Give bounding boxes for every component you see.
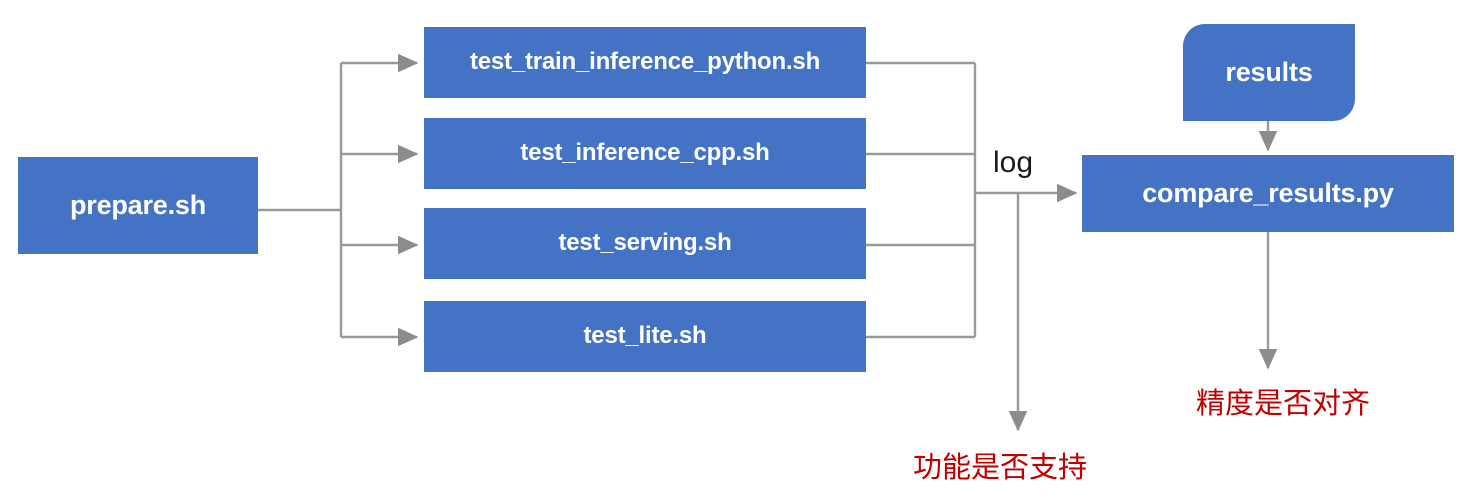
node-results[interactable]: results (1183, 24, 1355, 121)
node-test-train-inference-python-sh-label: test_train_inference_python.sh (469, 48, 821, 76)
node-prepare-sh[interactable]: prepare.sh (18, 157, 258, 254)
node-test-inference-cpp-sh[interactable]: test_inference_cpp.sh (424, 118, 866, 189)
node-compare-results-py-label: compare_results.py (1142, 177, 1394, 208)
node-test-train-inference-python-sh[interactable]: test_train_inference_python.sh (424, 27, 866, 98)
node-results-label: results (1225, 56, 1313, 87)
node-test-inference-cpp-sh-label: test_inference_cpp.sh (520, 139, 770, 167)
node-compare-results-py[interactable]: compare_results.py (1082, 155, 1454, 232)
node-test-lite-sh[interactable]: test_lite.sh (424, 301, 866, 372)
node-prepare-sh-label: prepare.sh (69, 189, 207, 220)
note-precision-aligned: 精度是否对齐 (1196, 386, 1371, 420)
node-test-serving-sh[interactable]: test_serving.sh (424, 208, 866, 279)
node-test-lite-sh-label: test_lite.sh (583, 322, 707, 350)
note-feature-supported: 功能是否支持 (913, 450, 1088, 484)
edge-label-log: log (993, 146, 1034, 179)
node-test-serving-sh-label: test_serving.sh (558, 229, 732, 257)
